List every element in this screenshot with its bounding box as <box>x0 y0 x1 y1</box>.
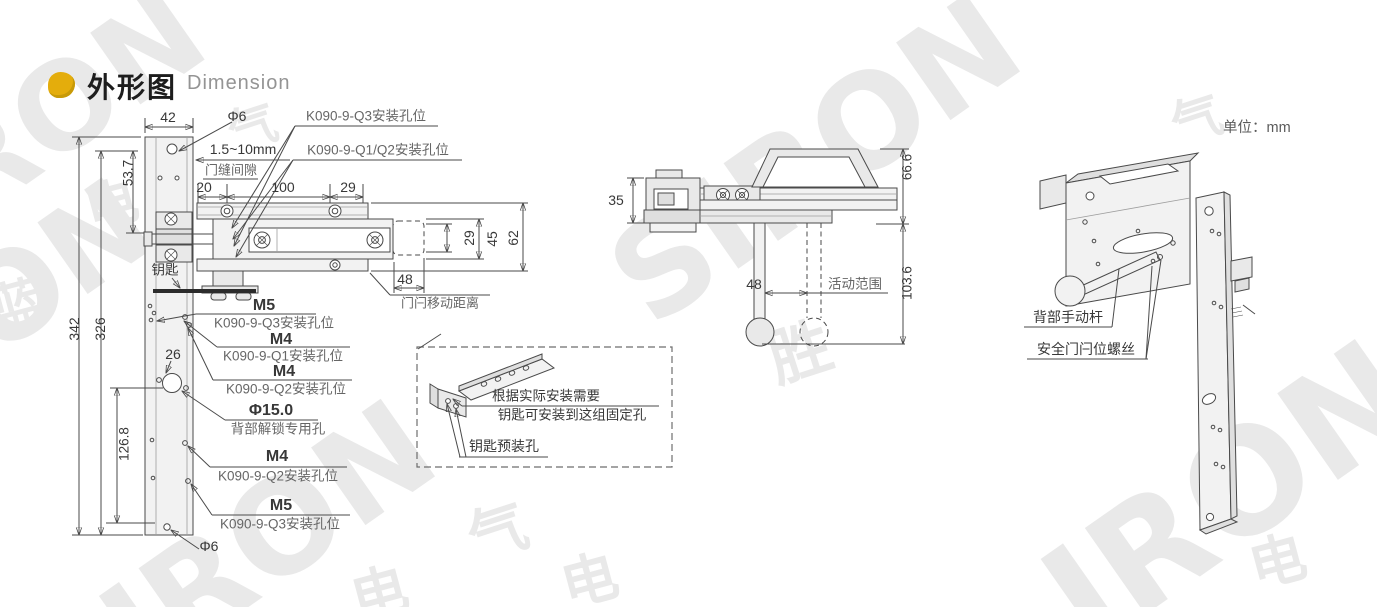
k090-q2-low-label: K090-9-Q2安装孔位 <box>217 468 339 484</box>
key-detail-callout-drawing <box>416 333 673 468</box>
safety-latch-screw-label: 安全门闩位螺丝 <box>1037 341 1135 357</box>
dim-66-6: 66.6 <box>899 153 915 181</box>
k090-q3-mid-label: K090-9-Q3安装孔位 <box>213 315 335 331</box>
page-header: 外形图 Dimension <box>48 66 291 106</box>
dim-29-right: 29 <box>461 230 477 246</box>
door-gap-range: 1.5~10mm <box>209 141 277 157</box>
dim-103-6: 103.6 <box>899 266 915 300</box>
dim-42: 42 <box>160 109 176 125</box>
k090-q1q2-top-label: K090-9-Q1/Q2安装孔位 <box>307 142 449 158</box>
dim-126-8: 126.8 <box>116 427 132 461</box>
rear-manual-lever-label: 背部手动杆 <box>1033 309 1103 325</box>
k090-q2-mid-label: K090-9-Q2安装孔位 <box>225 381 347 397</box>
rear-unlock-hole-label: 背部解锁专用孔 <box>230 421 326 437</box>
dim-62-right: 62 <box>505 230 521 246</box>
k090-q1-mid-label: K090-9-Q1安装孔位 <box>222 348 344 364</box>
page-title-en: Dimension <box>187 72 291 94</box>
dim-29-top: 29 <box>340 179 356 195</box>
k090-q3-low-label: K090-9-Q3安装孔位 <box>219 516 341 532</box>
install-note-line1: 根据实际安装需要 <box>492 388 600 404</box>
m5-upper: M5 <box>252 297 276 314</box>
dim-26: 26 <box>165 346 181 362</box>
m5-lower: M5 <box>269 497 293 514</box>
isometric-view-drawing <box>1024 152 1256 535</box>
dim-45-right: 45 <box>484 231 500 247</box>
install-note-line2: 钥匙可安装到这组固定孔 <box>497 407 647 423</box>
side-view-drawing <box>627 148 909 347</box>
dia-6-bottom: Φ6 <box>199 538 219 554</box>
m4-mid: M4 <box>272 363 296 380</box>
motion-range-label: 活动范围 <box>828 276 882 292</box>
dim-100: 100 <box>271 179 295 195</box>
latch-travel-label: 门闩移动距离 <box>400 295 480 311</box>
key-label: 钥匙 <box>151 262 179 278</box>
dia-6-top: Φ6 <box>227 108 247 124</box>
m4-lower: M4 <box>265 448 289 465</box>
front-view-drawing <box>72 118 528 550</box>
door-gap-label: 门缝间隙 <box>204 162 258 178</box>
section-bullet-icon <box>48 72 75 98</box>
dim-48-side: 48 <box>746 276 762 292</box>
key-preinstall-hole-label: 钥匙预装孔 <box>469 438 539 454</box>
k090-q3-top-label: K090-9-Q3安装孔位 <box>305 108 427 124</box>
dim-342: 342 <box>66 317 82 341</box>
dim-20: 20 <box>196 179 212 195</box>
dim-48-front: 48 <box>397 271 413 287</box>
dim-326: 326 <box>92 317 108 341</box>
unit-note: 单位：mm <box>1223 120 1291 136</box>
dia-15-label: Φ15.0 <box>248 402 294 419</box>
dim-53-7: 53.7 <box>120 159 136 187</box>
dim-35: 35 <box>608 192 624 208</box>
page-title: 外形图 <box>87 72 178 103</box>
m4-upper: M4 <box>269 331 293 348</box>
